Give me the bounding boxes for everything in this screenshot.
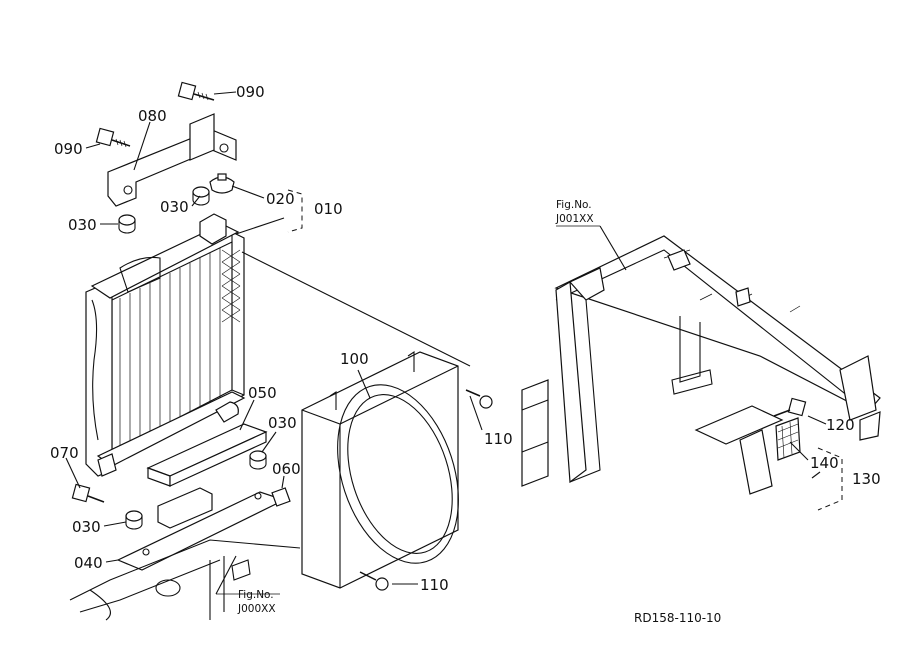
callout-100: 100 [340, 350, 369, 368]
bolt-090-upper [177, 81, 215, 101]
cover-130 [694, 405, 784, 495]
bolt-120 [773, 397, 807, 417]
diagram-id: RD158-110-10 [634, 611, 721, 625]
callout-070: 070 [50, 444, 79, 462]
callout-labels: 090 080 090 030 020 010 030 100 110 050 … [50, 83, 881, 594]
fig-ref-j000xx-code: J000XX [237, 603, 276, 615]
fig-ref-j001xx: Fig.No. J001XX [555, 199, 600, 227]
fig-ref-j001xx-code: J001XX [555, 213, 594, 225]
callout-030-lower: 030 [268, 414, 297, 432]
callout-040: 040 [74, 554, 103, 572]
callout-010: 010 [314, 200, 343, 218]
grommet-030-bottom-left [125, 510, 143, 530]
cushion-050 [146, 423, 268, 487]
bolt-070 [71, 483, 105, 503]
bolt-090-left [95, 127, 131, 148]
fig-ref-j000xx-label: Fig.No. [238, 589, 274, 601]
leader-lines [65, 91, 843, 595]
bolt-110-lower [359, 571, 389, 591]
callout-060: 060 [272, 460, 301, 478]
callout-030-left: 030 [68, 216, 97, 234]
lower-frame [69, 539, 301, 621]
seal-140 [775, 417, 801, 461]
callout-080: 080 [138, 107, 167, 125]
grommet-030-left [118, 214, 136, 234]
callout-090-left: 090 [54, 140, 83, 158]
callout-130: 130 [852, 470, 881, 488]
fig-ref-j001xx-label: Fig.No. [556, 199, 592, 211]
callout-050: 050 [248, 384, 277, 402]
callout-020: 020 [266, 190, 295, 208]
bracket-040 [116, 487, 286, 571]
callout-110-upper: 110 [484, 430, 513, 448]
callout-140: 140 [810, 454, 839, 472]
callout-030-bottom-left: 030 [72, 518, 101, 536]
grommet-030-top [192, 186, 210, 206]
callout-030-top: 030 [160, 198, 189, 216]
fan-shroud [301, 350, 459, 589]
radiator-cap-020 [209, 173, 235, 194]
callout-110-lower: 110 [420, 576, 449, 594]
bolt-110-upper [465, 389, 493, 409]
bracket-080 [107, 113, 237, 207]
frame-assembly [521, 235, 881, 487]
fig-ref-j000xx: Fig.No. J000XX [216, 589, 280, 615]
callout-090-upper: 090 [236, 83, 265, 101]
grommet-030-lower [249, 450, 267, 470]
clip-060 [271, 487, 291, 507]
callout-120: 120 [826, 416, 855, 434]
radiator [85, 213, 246, 477]
